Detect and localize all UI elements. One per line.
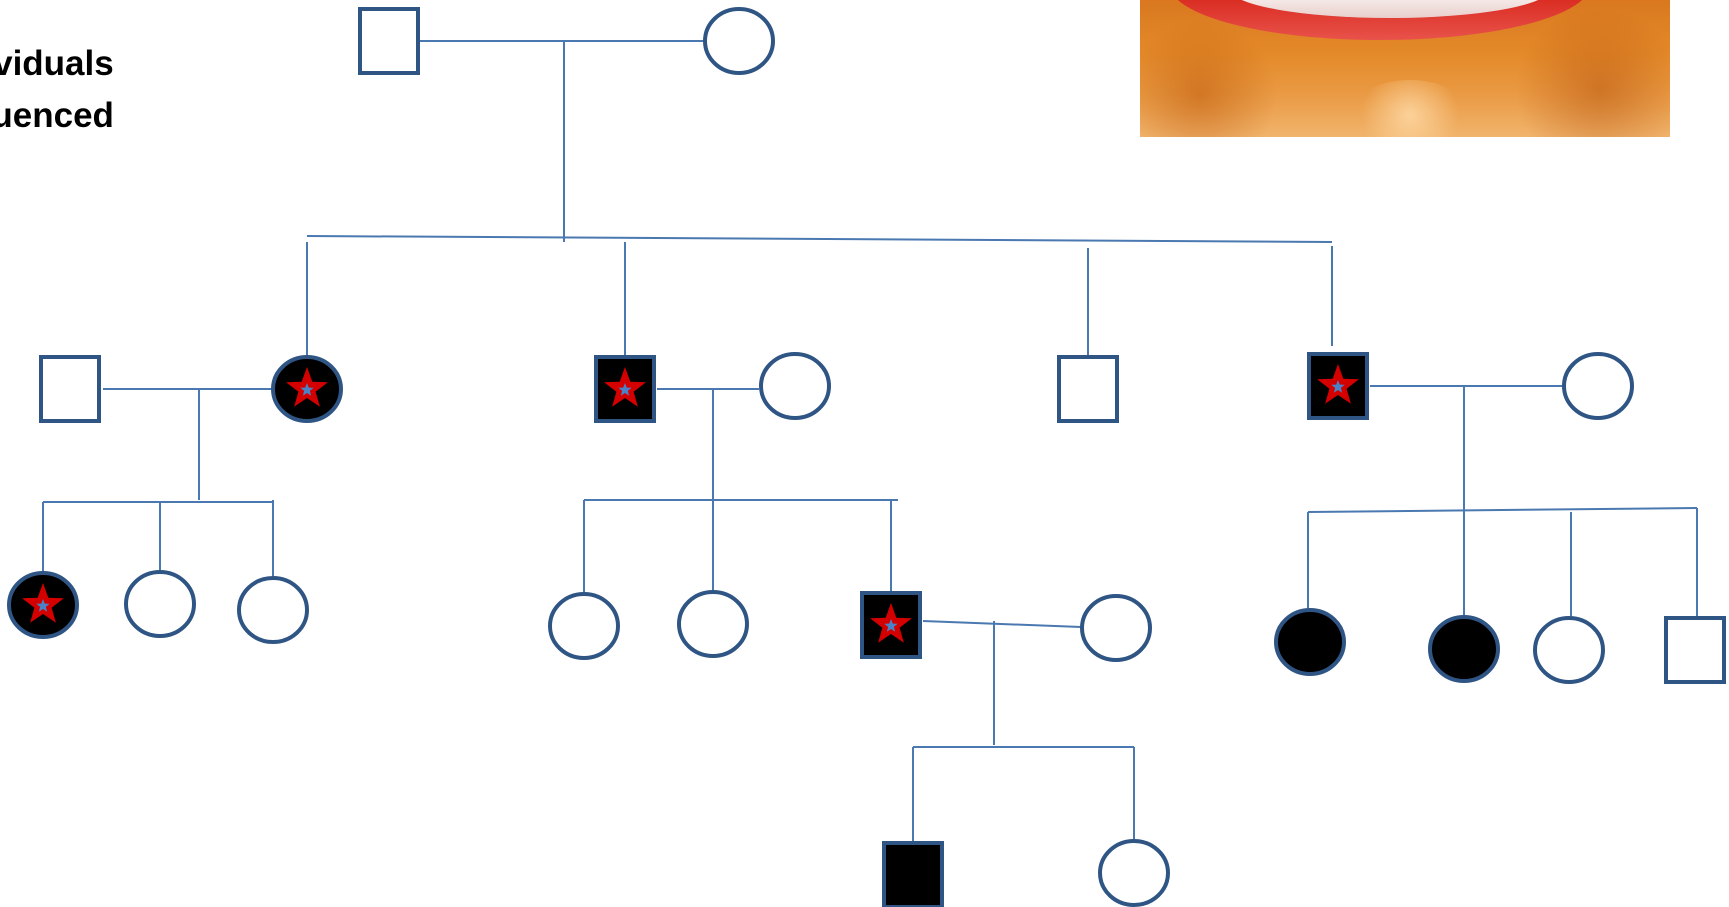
- individual-g2-spouse-1: [39, 355, 101, 423]
- pedigree-lines: [42, 40, 1698, 843]
- female-circle: [237, 576, 309, 644]
- sequenced-star-center-icon: [884, 619, 898, 632]
- female-circle: [1080, 594, 1152, 662]
- sequenced-star-center-icon: [618, 383, 632, 396]
- pedigree-line: [306, 235, 1333, 243]
- individual-g4-b2: [1098, 839, 1170, 907]
- male-square: [1664, 616, 1726, 684]
- female-circle: [759, 352, 831, 420]
- affected-male-square: [882, 841, 944, 907]
- female-circle: [1098, 839, 1170, 907]
- male-square: [358, 7, 420, 75]
- individual-g4-b1: [882, 841, 944, 907]
- pedigree-individuals: [7, 7, 1726, 907]
- affected-female-circle: [1274, 608, 1346, 676]
- individual-g3-a1: [7, 571, 79, 639]
- legend-line-1: dividuals: [0, 44, 114, 83]
- photo-cheek-right: [1510, 10, 1670, 137]
- pedigree-line: [1307, 507, 1698, 513]
- female-circle: [1533, 616, 1605, 684]
- legend-line-2: quenced: [0, 96, 114, 135]
- sequenced-star-center-icon: [36, 599, 50, 612]
- individual-g2-spouse-4: [1562, 352, 1634, 420]
- individual-g3-a2: [124, 570, 196, 638]
- female-circle: [703, 7, 775, 75]
- individual-g3-b2: [677, 590, 749, 658]
- sequenced-star-center-icon: [1331, 380, 1345, 393]
- individual-g3-b3-spouse: [1080, 594, 1152, 662]
- male-square: [1057, 355, 1119, 423]
- individual-g2-spouse-2: [759, 352, 831, 420]
- male-square: [39, 355, 101, 423]
- individual-g3-b3: [860, 591, 922, 659]
- photo-cheek-left: [1140, 20, 1280, 137]
- female-circle: [677, 590, 749, 658]
- individual-g2-daughter-1: [271, 355, 343, 423]
- individual-g3-c4: [1664, 616, 1726, 684]
- individual-g2-son-2: [594, 355, 656, 423]
- individual-g2-son-4: [1307, 352, 1369, 420]
- individual-g2-son-3: [1057, 355, 1119, 423]
- female-circle: [1562, 352, 1634, 420]
- individual-g3-b1: [548, 592, 620, 660]
- photo-teeth: [1230, 0, 1550, 18]
- female-circle: [548, 592, 620, 660]
- individual-g3-c2: [1428, 615, 1500, 683]
- sequenced-star-center-icon: [300, 383, 314, 396]
- photo-chin-highlight: [1350, 80, 1470, 137]
- individual-g3-a3: [237, 576, 309, 644]
- pedigree-line: [922, 620, 1082, 628]
- individual-g1-mother: [703, 7, 775, 75]
- female-circle: [124, 570, 196, 638]
- individual-g1-father: [358, 7, 420, 75]
- affected-female-circle: [1428, 615, 1500, 683]
- individual-g3-c3: [1533, 616, 1605, 684]
- individual-g3-c1: [1274, 608, 1346, 676]
- smiling-mouth-photo: [1140, 0, 1670, 137]
